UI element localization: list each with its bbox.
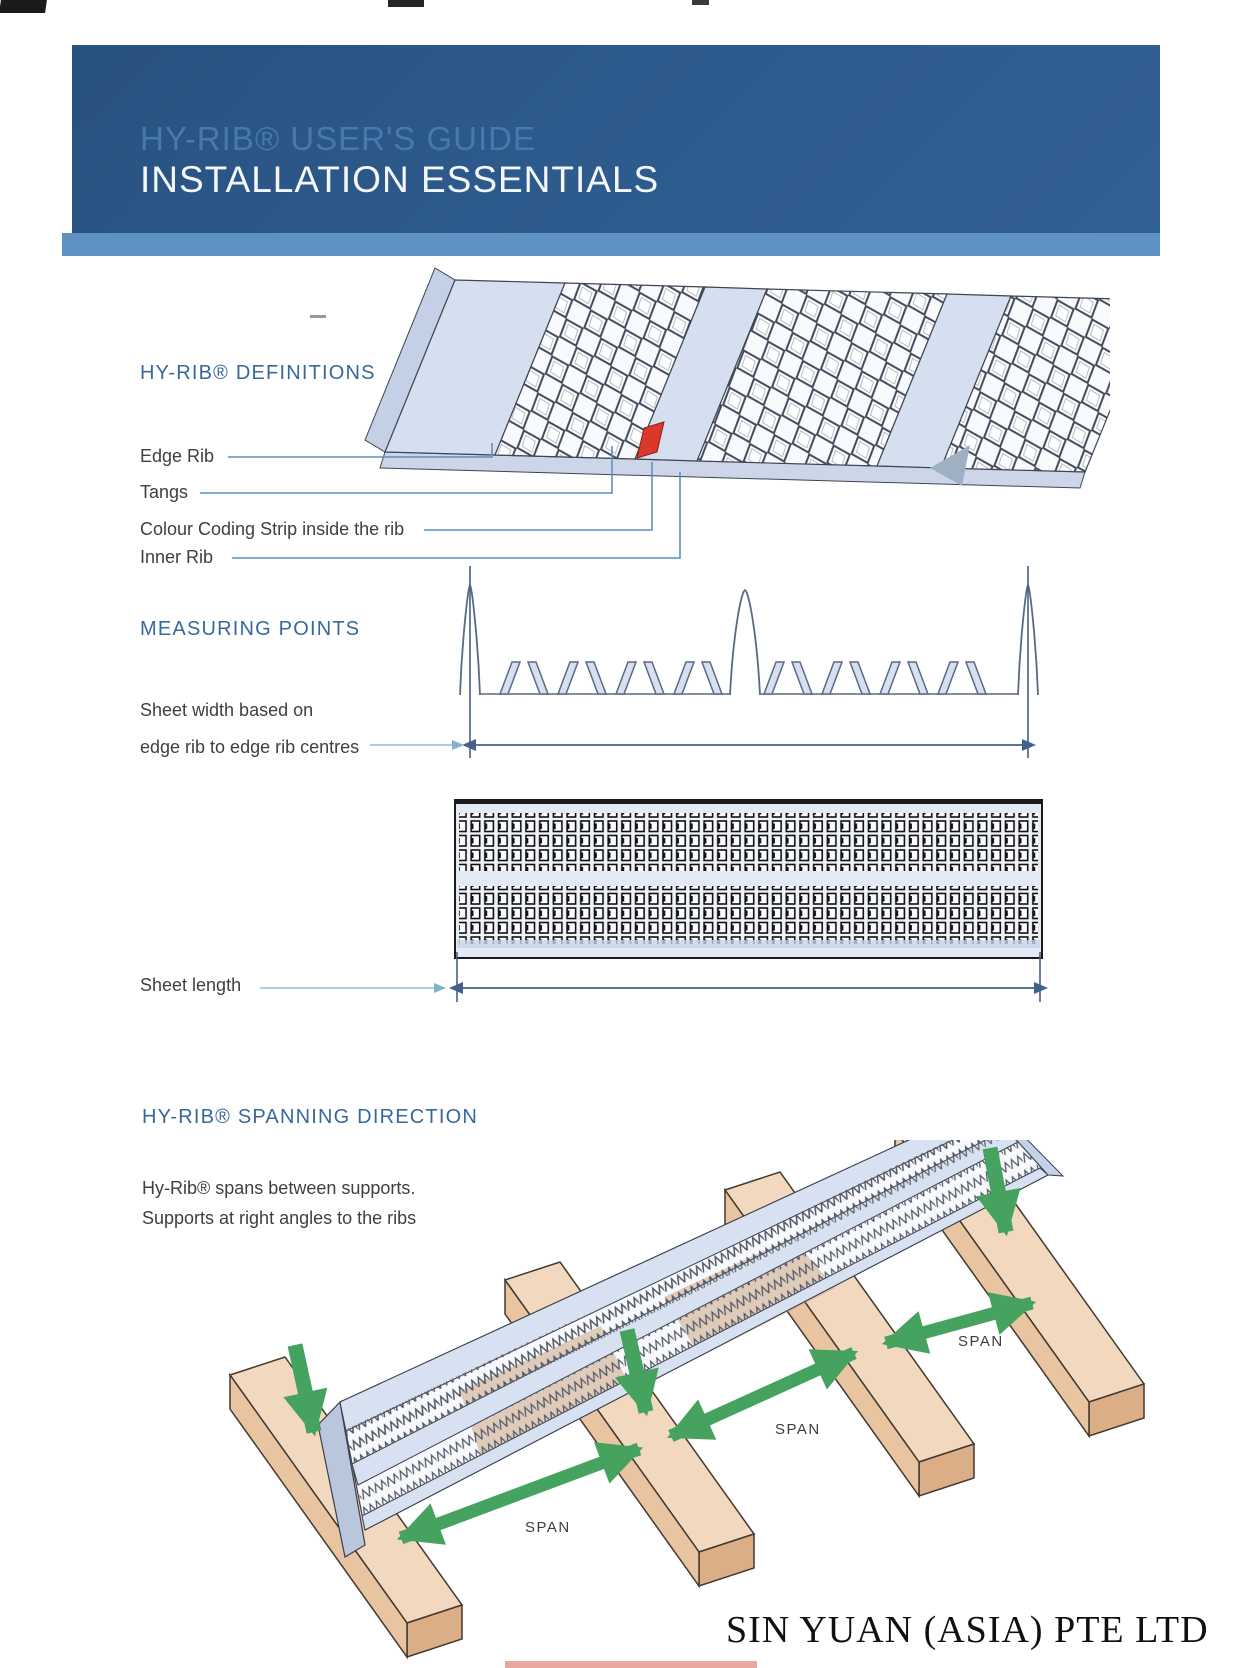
- spanning-note-line2: Supports at right angles to the ribs: [142, 1208, 417, 1228]
- definitions-heading: HY-RIB® DEFINITIONS: [140, 362, 376, 384]
- span-label: SPAN: [958, 1333, 1004, 1350]
- guide-pretitle: HY-RIB® USER'S GUIDE: [140, 120, 536, 157]
- colour-strip-leader: [424, 462, 653, 531]
- span-arrow: [666, 1347, 859, 1442]
- sheet-bottom-shading: [457, 940, 1040, 948]
- edge-rib-leader: [228, 443, 493, 458]
- sheet-mesh-strip: [345, 1140, 1002, 1463]
- span-arrows: [396, 1292, 1037, 1545]
- arrowhead-right: [1022, 739, 1036, 751]
- arrowhead-left: [462, 739, 476, 751]
- mesh-band-plan: [459, 813, 1038, 871]
- sheet-end-cap: [1015, 1140, 1065, 1177]
- spanning-figure: SPAN SPAN SPAN: [228, 1140, 1146, 1660]
- sheet-top-edge: [455, 800, 1042, 804]
- span-arrow: [396, 1442, 644, 1545]
- tangs-leader: [200, 446, 613, 494]
- scan-artifact: [0, 0, 47, 13]
- hyrib-sheet: [317, 1140, 1065, 1558]
- span-label: SPAN: [525, 1519, 571, 1536]
- mesh-band: [940, 295, 1110, 473]
- leader-lines: [200, 443, 681, 559]
- colour-coding-strip: [636, 421, 665, 459]
- tangs-label: Tangs: [140, 482, 189, 502]
- span-label: SPAN: [775, 1421, 821, 1438]
- leader-arrowhead: [452, 740, 464, 750]
- rib-shadow: [930, 445, 970, 486]
- load-arrows: [283, 1146, 1021, 1437]
- measuring-heading: MEASURING POINTS: [140, 618, 361, 640]
- spanning-note-line1: Hy-Rib® spans between supports.: [142, 1178, 416, 1198]
- sheet-length-label: Sheet length: [140, 975, 242, 995]
- sheet-mesh-strip: [358, 1142, 1040, 1516]
- inner-rib-leader: [232, 472, 681, 559]
- arrowhead-left: [449, 982, 463, 994]
- inner-rib-profile: [729, 588, 761, 696]
- span-arrow: [881, 1292, 1037, 1354]
- sheet-width-note-line1: Sheet width based on: [140, 700, 314, 720]
- page-title: INSTALLATION ESSENTIALS: [140, 159, 660, 200]
- header-banner-strip: [62, 233, 1160, 256]
- colour-strip-label: Colour Coding Strip inside the rib: [140, 519, 405, 539]
- inner-rib-label: Inner Rib: [140, 547, 214, 567]
- header-banner: [72, 45, 1160, 233]
- down-arrow: [614, 1328, 659, 1417]
- leader-arrowhead: [434, 983, 446, 993]
- definitions-figure: [200, 267, 1110, 559]
- mesh-band-plan: [459, 886, 1038, 944]
- down-arrow: [283, 1343, 328, 1437]
- scan-artifact: [310, 315, 326, 318]
- profile-figure: [370, 566, 1039, 758]
- plan-view-figure: [260, 799, 1048, 1002]
- down-arrow: [976, 1146, 1021, 1237]
- arrowhead-right: [1034, 982, 1048, 994]
- edge-rib-label: Edge Rib: [140, 446, 215, 466]
- scan-artifact: [692, 0, 709, 5]
- scan-artifact: [505, 1661, 757, 1668]
- sheet-width-note-line2: edge rib to edge rib centres: [140, 737, 360, 757]
- company-name: SIN YUAN (ASIA) PTE LTD: [726, 1609, 1209, 1651]
- scan-artifact: [388, 0, 424, 7]
- spanning-heading: HY-RIB® SPANNING DIRECTION: [142, 1106, 478, 1128]
